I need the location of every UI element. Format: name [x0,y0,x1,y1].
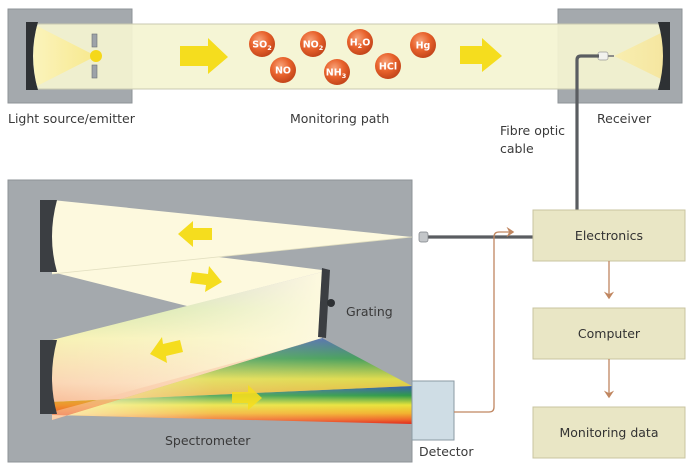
spectrometer-bottom-mirror [40,340,57,414]
receiver-reflector [658,22,670,90]
receiver-fibre-connector [597,51,609,61]
molecule-no: NO [270,57,296,83]
svg-text:HCl: HCl [379,62,397,73]
beam-arrow-right-1 [190,266,222,292]
spectrometer-top-mirror [40,200,57,272]
beam-arrow-left-1 [178,221,212,247]
molecule-hcl: HCl [375,53,401,79]
emitter-lamp [90,50,102,62]
flow-box-electronics: Electronics [532,209,686,262]
path-arrow-2 [460,38,502,72]
emitter-lamp-holder-bottom [91,64,98,79]
monitoring-path-beam [27,23,669,90]
emitter-light-cone [37,26,96,86]
detector-to-electronics-connector [454,226,515,413]
detector [411,380,455,441]
label-grating: Grating [346,304,393,319]
molecule-so2: SO2 [249,31,275,57]
svg-text:NO: NO [275,66,291,77]
svg-text:Electronics: Electronics [575,228,643,243]
svg-text:SO2: SO2 [252,40,271,53]
svg-text:NO2: NO2 [303,40,324,53]
svg-text:Computer: Computer [578,326,641,341]
receiver-light-cone [614,32,663,80]
label-monitoring-path: Monitoring path [290,111,389,126]
svg-text:Hg: Hg [416,41,431,52]
label-light-source: Light source/emitter [8,111,136,126]
spectrometer-fibre-connector [418,231,429,243]
beam-arrow-right-2 [232,385,262,410]
label-fibre-optic-line1: Fibre optic [500,123,565,138]
molecule-nh3: NH3 [324,59,350,85]
molecule-hg: Hg [410,32,436,58]
path-arrow-1 [180,38,228,74]
svg-text:NH3: NH3 [326,68,346,81]
svg-text:H2O: H2O [350,38,371,51]
molecules: SO2 NO2 H2O Hg NO NH3 HCl [249,29,436,85]
label-detector: Detector [419,444,474,459]
flow-box-monitoring-data: Monitoring data [532,406,686,459]
label-fibre-optic-line2: cable [500,141,534,156]
receiver [597,22,670,90]
svg-text:Monitoring data: Monitoring data [560,425,659,440]
emitter [26,22,102,90]
flow-box-computer: Computer [532,307,686,360]
label-spectrometer: Spectrometer [165,433,251,448]
label-receiver: Receiver [597,111,652,126]
emitter-reflector [26,22,38,90]
molecule-no2: NO2 [300,31,326,57]
molecule-h2o: H2O [347,29,373,55]
beam-arrow-left-2 [150,337,183,363]
diffraction-grating [318,268,335,338]
emitter-lamp-holder-top [91,33,98,48]
